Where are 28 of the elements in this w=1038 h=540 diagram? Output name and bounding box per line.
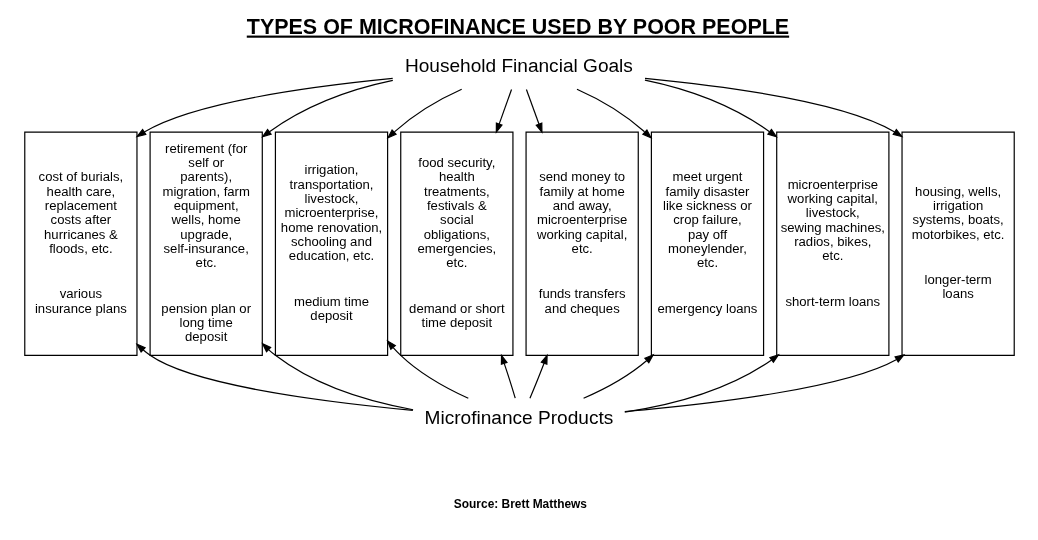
arrow [643, 79, 778, 138]
node-text: Microfinance Products [424, 407, 613, 429]
node-box: microenterprise working capital, livestock, sewing machines, radios, bikes, etc. short-term loans [775, 131, 889, 356]
arrow [582, 353, 654, 399]
node-box: send money to family at home and away, microenterprise working capital, etc. funds transfers and cheques [524, 131, 639, 356]
arrow [386, 88, 462, 140]
label: Source: Brett Matthews [453, 496, 587, 511]
arrow [386, 339, 469, 399]
arrow [495, 88, 512, 134]
arrow [575, 88, 652, 140]
node-box: cost of burials, health care, replacement costs after hurricanes & floods, etc. various insurance plans [23, 131, 138, 356]
arrow [528, 353, 548, 399]
node-text: Household Financial Goals [404, 55, 633, 77]
arrow [525, 88, 542, 134]
node-box: irrigation, transportation, livestock, microenterprise, home renovation, schooling and education, etc. medium time deposit [274, 131, 388, 356]
arrow [643, 77, 903, 138]
arrow [260, 342, 414, 411]
arrow [623, 354, 905, 413]
arrow [135, 342, 413, 412]
node-box: food security, health treatments, festivals & social obligations, emergencies, etc. demand or short time deposit [399, 131, 514, 356]
arrow [500, 353, 516, 399]
diagram-title: TYPES OF MICROFINANCE USED BY POOR PEOPLE [246, 14, 789, 39]
arrow [623, 353, 780, 413]
node-box: retirement (for self or parents), migration, farm equipment, wells, home upgrade, self-insurance, etc. pension plan or long time deposit [149, 131, 263, 356]
node-box: meet urgent family disaster like sickness or crop failure, pay off moneylender, etc. emergency loans [650, 131, 764, 356]
arrow [135, 77, 393, 138]
arrow [260, 79, 393, 138]
node-box: housing, wells, irrigation systems, boats, motorbikes, etc. longer-term loans [900, 131, 1015, 356]
